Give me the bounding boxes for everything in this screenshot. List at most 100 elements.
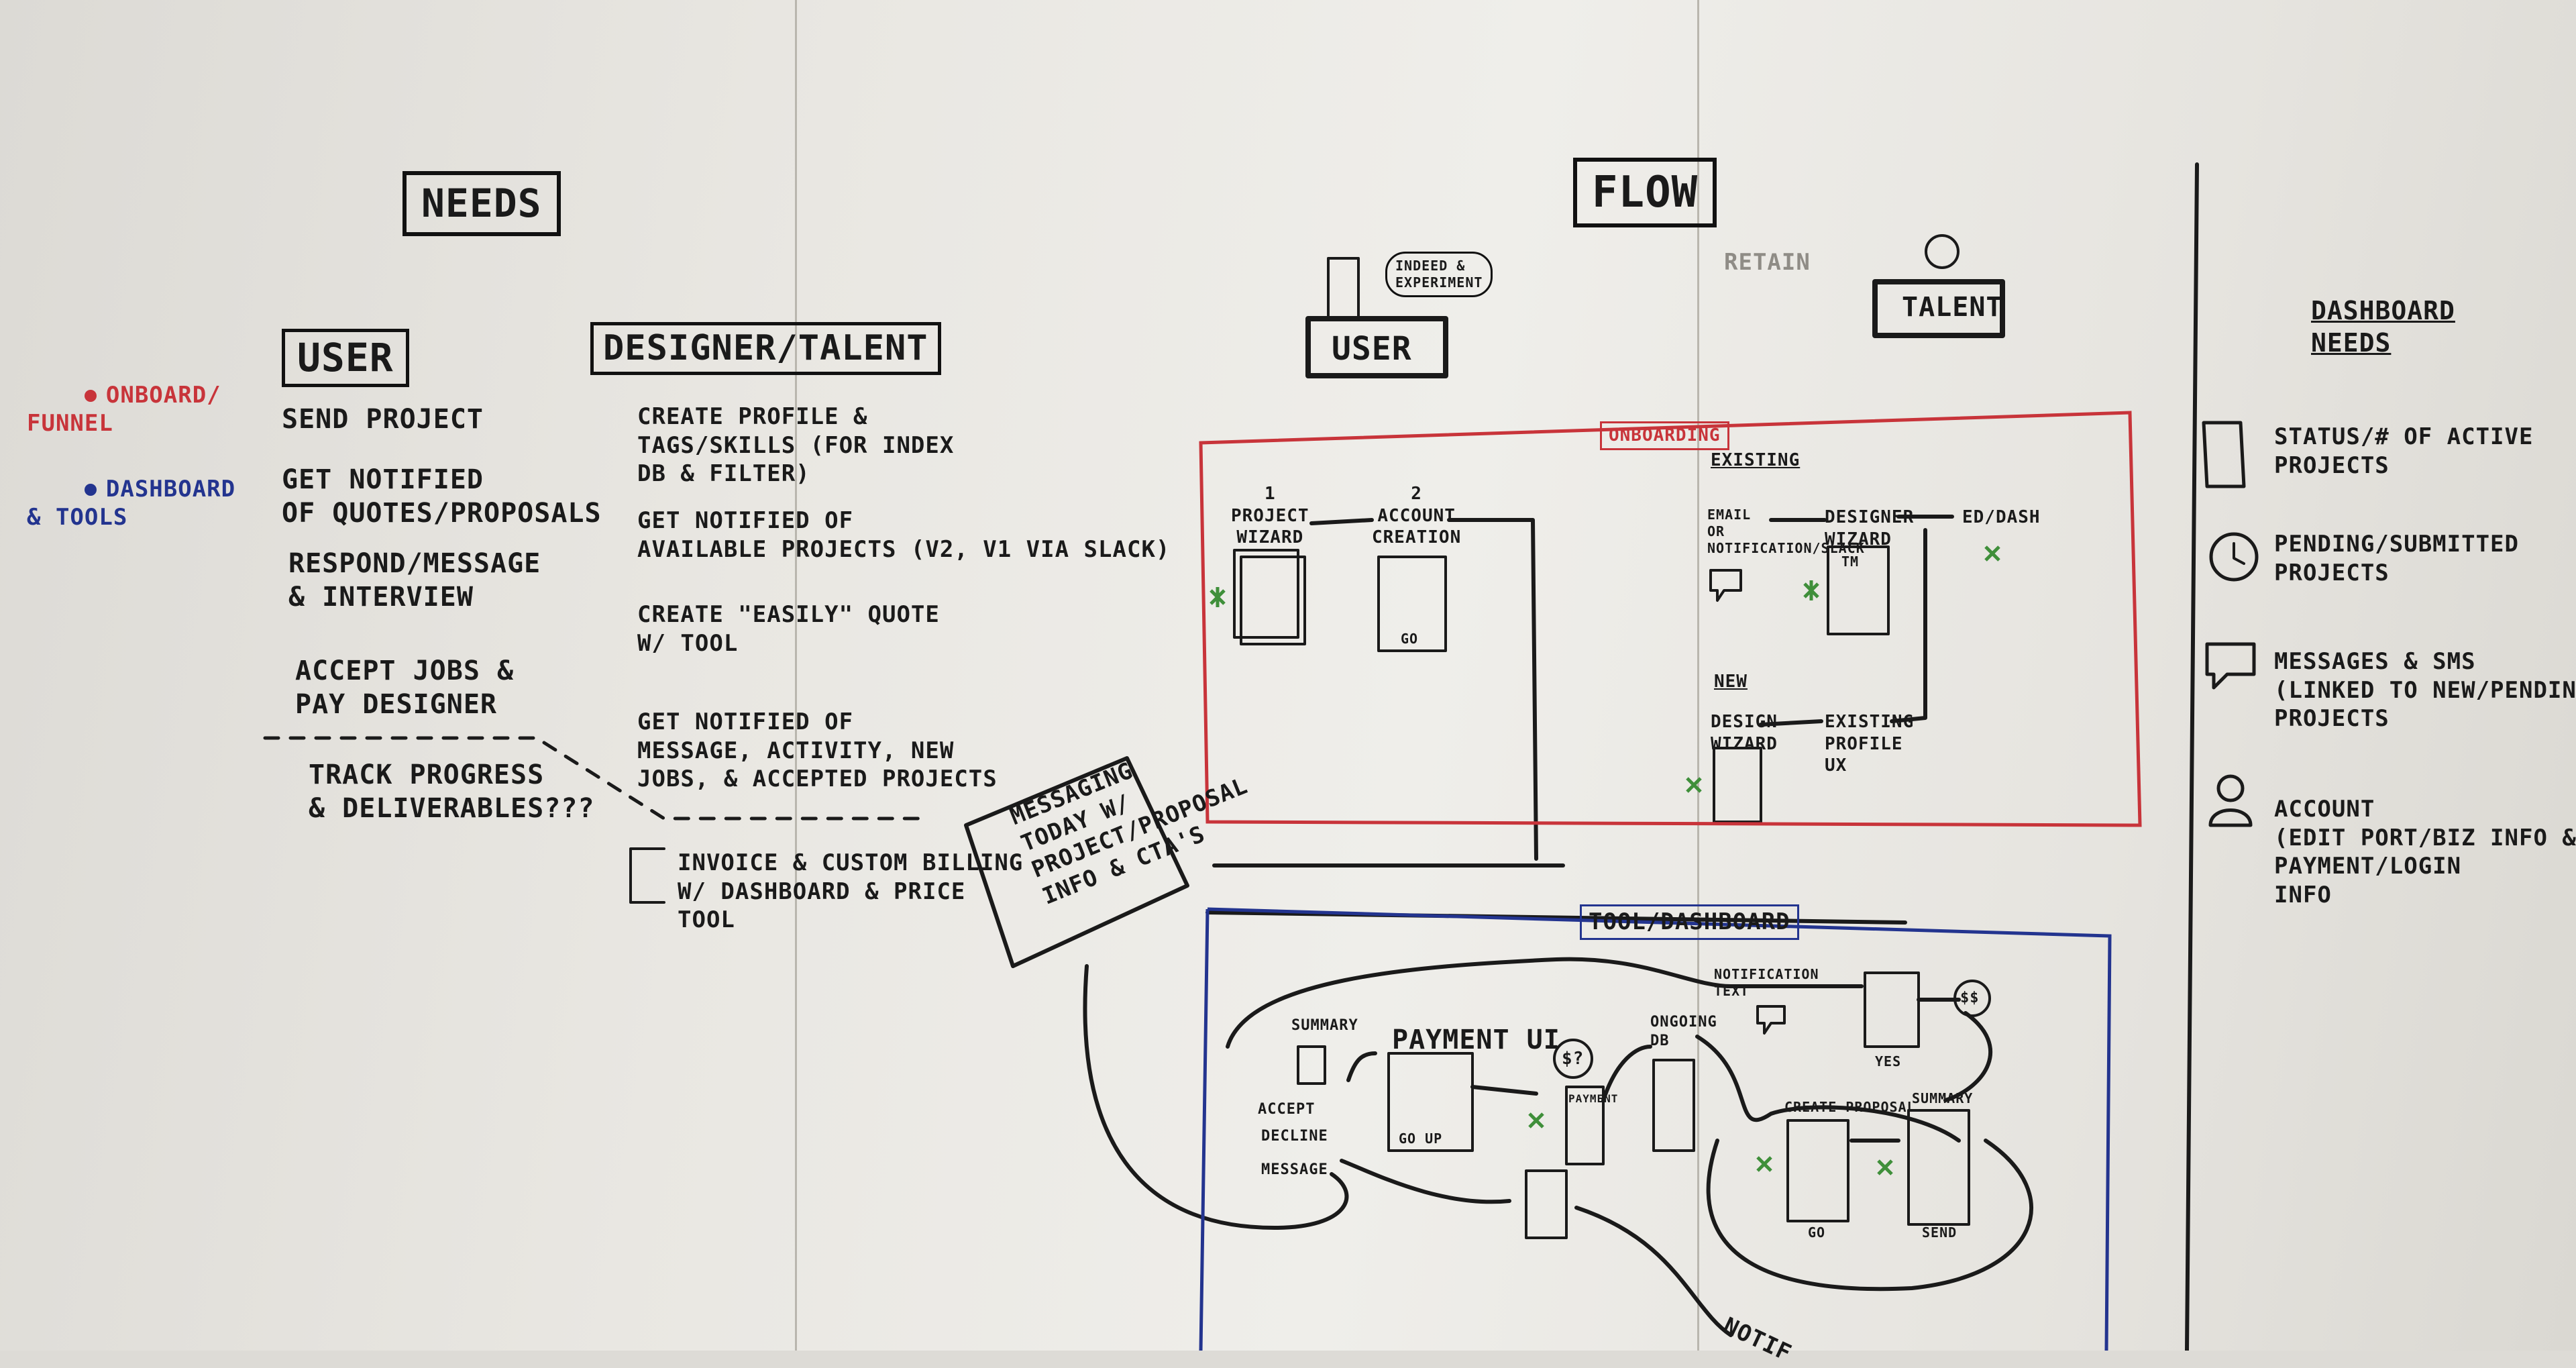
user-need-item: ACCEPT JOBS & PAY DESIGNER: [295, 655, 515, 720]
flow-arrow: [1890, 528, 1927, 723]
tool-create-proposal: CREATE PROPOSAL: [1784, 1099, 1916, 1115]
flow-arrow: [1470, 1085, 1538, 1096]
green-star-mark: [1984, 545, 2000, 562]
tool-go-up: GO UP: [1399, 1130, 1443, 1147]
dashboard-need-item: PENDING/SUBMITTED PROJECTS: [2274, 531, 2519, 586]
tool-action-message: MESSAGE: [1261, 1161, 1328, 1178]
clock-hands: [2233, 542, 2245, 565]
dashboard-need-item: ACCOUNT (EDIT PORT/BIZ INFO & PAYMENT/LO…: [2274, 796, 2576, 908]
tool-yes: YES: [1875, 1053, 1902, 1069]
tool-dashboard-tag: TOOL/DASHBOARD: [1580, 904, 1799, 940]
talent-desk-box: [1872, 279, 2005, 338]
designer-wizard-card: [1827, 545, 1890, 635]
designer-need-extra: INVOICE & CUSTOM BILLING W/ DASHBOARD & …: [678, 849, 1024, 933]
designer-needs-heading: DESIGNER/TALENT: [590, 322, 941, 375]
tool-summary: SUMMARY: [1291, 1017, 1358, 1034]
green-star-mark: [1686, 777, 1702, 793]
board-panel-seam: [795, 0, 797, 1351]
ongoing-db-card: [1652, 1059, 1695, 1152]
flow-arrow: [1083, 964, 1349, 1230]
tool-action-accept: ACCEPT: [1258, 1101, 1316, 1118]
user-needs-heading: USER: [282, 329, 409, 387]
board-panel-seam: [1697, 0, 1699, 1351]
person-icon-head: [2216, 774, 2245, 802]
green-star-mark: [1803, 580, 1819, 600]
green-star-mark: [1756, 1156, 1772, 1172]
messaging-box: [964, 756, 1189, 968]
notification-card: [1864, 971, 1920, 1048]
green-star-mark: [1210, 587, 1226, 607]
designer-need-item: GET NOTIFIED OF AVAILABLE PROJECTS (V2, …: [637, 507, 1171, 563]
onboarding-existing-label: EXISTING: [1711, 450, 1801, 470]
onboarding-step-account: 2 ACCOUNT CREATION: [1372, 484, 1462, 547]
wizard-card-tm: TM: [1841, 554, 1860, 570]
onboarding-existing-profile: EXISTING PROFILE UX: [1825, 712, 1915, 776]
building-icon: [1327, 257, 1360, 320]
onboarding-new-label: NEW: [1714, 672, 1748, 692]
onboarding-design-wizard: DESIGN WIZARD: [1711, 712, 1778, 754]
clock-icon: [2209, 532, 2259, 582]
payment-ui-card: [1387, 1052, 1474, 1152]
onboarding-frame: [1199, 411, 2142, 827]
new-design-card: [1713, 747, 1762, 823]
wizard-card: [1233, 549, 1299, 639]
tool-price: $?: [1562, 1049, 1585, 1069]
blue-bullet-icon: [84, 484, 97, 496]
chat-icon: [2205, 642, 2256, 690]
flow-title: FLOW: [1573, 158, 1717, 227]
tool-summary2: SUMMARY: [1912, 1090, 1974, 1106]
talent-head-icon: [1925, 234, 1960, 269]
tool-payment-ui: PAYMENT UI: [1392, 1024, 1560, 1055]
user-need-item: SEND PROJECT: [282, 404, 484, 435]
flow-arrow: [1346, 1051, 1377, 1082]
legend-dashboard: DASHBOARD & TOOLS: [27, 475, 236, 531]
onboarding-ed-dash: ED/DASH: [1962, 507, 2041, 527]
bracket-line: [629, 847, 665, 904]
onboarding-email: EMAIL OR NOTIFICATION/SLACK: [1707, 507, 1865, 556]
person-icon-body: [2208, 808, 2253, 827]
needs-title: NEEDS: [402, 171, 561, 236]
designer-need-item: GET NOTIFIED OF MESSAGE, ACTIVITY, NEW J…: [637, 708, 998, 792]
document-icon: [2202, 421, 2246, 488]
flow-arrow: [1943, 1011, 1992, 1102]
create-proposal-card: [1786, 1119, 1849, 1222]
dashboard-need-item: STATUS/# OF ACTIVE PROJECTS: [2274, 423, 2534, 479]
tool-action-decline: DECLINE: [1261, 1128, 1328, 1145]
designer-need-item: CREATE "EASILY" QUOTE W/ TOOL: [637, 601, 940, 657]
user-speech-bubble: INDEED & EXPERIMENT: [1385, 252, 1493, 297]
user-desk-box: [1305, 316, 1448, 378]
user-need-extra: TRACK PROGRESS & DELIVERABLES???: [309, 759, 595, 824]
onboarding-step-project-wizard: 1 PROJECT WIZARD: [1231, 484, 1309, 547]
chat-bubble-icon: [1709, 569, 1742, 602]
tool-payment-card-label: PAYMENT: [1568, 1092, 1619, 1105]
pending-card: [1525, 1169, 1568, 1239]
legend-onboard: ONBOARD/ FUNNEL: [27, 381, 221, 437]
dotted-divider-line: [263, 736, 921, 821]
account-card-go: GO: [1401, 631, 1419, 647]
flow-arrow: [1695, 1035, 1961, 1143]
user-need-item: GET NOTIFIED OF QUOTES/PROPOSALS: [282, 464, 602, 529]
flow-arrow: [1309, 518, 1374, 525]
flow-arrow: [1706, 1139, 2033, 1292]
flow-arrow: [1759, 719, 1823, 727]
flow-arrow: [1601, 1045, 1652, 1102]
tool-notification-text: NOTIFICATION TEXT: [1714, 966, 1819, 999]
onboarding-tag: ONBOARDING: [1600, 421, 1729, 450]
faded-text: RETAIN: [1724, 249, 1811, 276]
user-need-item: RESPOND/MESSAGE & INTERVIEW: [288, 548, 541, 613]
green-star-mark: [1528, 1112, 1544, 1128]
dashboard-need-item: MESSAGES & SMS (LINKED TO NEW/PENDING PR…: [2274, 648, 2576, 732]
chat-bubble-icon: [1756, 1005, 1786, 1035]
price-bubble: [1953, 980, 1991, 1017]
flow-arrow: [1340, 1159, 1511, 1204]
designer-need-item: CREATE PROFILE & TAGS/SKILLS (FOR INDEX …: [637, 403, 955, 487]
payment-card: [1565, 1086, 1605, 1165]
wizard-card: [1240, 556, 1306, 645]
section-divider-line: [2185, 162, 2199, 1351]
summary-card: [1297, 1045, 1326, 1085]
flow-talent-label: TALENT: [1902, 292, 2003, 323]
summary2-card: [1907, 1109, 1970, 1226]
flow-arrow: [1447, 518, 1538, 861]
